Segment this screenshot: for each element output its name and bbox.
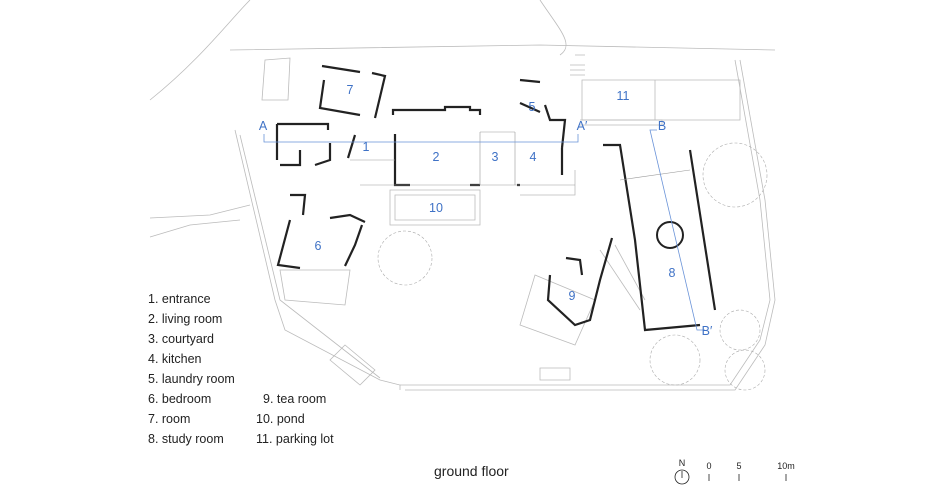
section-label-b-prime: B′: [701, 324, 713, 338]
legend-item: 3. courtyard: [148, 332, 215, 346]
site-boundary: [149, 0, 776, 391]
room-label-kitchen: 4: [529, 150, 537, 164]
room-label-room: 7: [346, 83, 354, 97]
legend-item: 5. laundry room: [148, 372, 235, 386]
scale-tick-label: 0: [706, 461, 712, 471]
spiral-stair-icon: [656, 221, 684, 249]
tree-icons: [377, 142, 768, 391]
room-label-living-room: 2: [432, 150, 440, 164]
building-walls: [275, 64, 717, 332]
room-label-parking-lot: 11: [616, 89, 630, 103]
section-label-b: B: [657, 119, 667, 133]
scale-tick-label: 5: [736, 461, 742, 471]
section-label-a: A: [258, 119, 268, 133]
legend-item: 10. pond: [256, 412, 305, 426]
legend-item: 8. study room: [148, 432, 224, 446]
legend-item: 4. kitchen: [148, 352, 202, 366]
legend-item: 2. living room: [148, 312, 223, 326]
legend-item: 9. tea room: [263, 392, 327, 406]
room-label-pond: 10: [429, 201, 443, 215]
interior-lines: [350, 131, 691, 186]
drawing-title: ground floor: [434, 463, 509, 479]
legend-item: 1. entrance: [148, 292, 211, 306]
room-label-study-room: 8: [668, 266, 676, 280]
room-label-entrance: 1: [362, 140, 370, 154]
section-label-a-prime: A′: [576, 119, 588, 133]
legend-item: 6. bedroom: [148, 392, 212, 406]
legend-item: 11. parking lot: [256, 432, 334, 446]
north-arrow-icon: [674, 469, 690, 485]
room-label-laundry-room: 5: [528, 100, 536, 114]
scale-tick-label: 10m: [777, 461, 795, 471]
room-label-courtyard: 3: [491, 150, 499, 164]
legend-item: 7. room: [148, 412, 191, 426]
scale-bar: [708, 474, 787, 481]
north-label: N: [678, 458, 686, 468]
room-label-tea-room: 9: [568, 289, 576, 303]
room-label-bedroom: 6: [314, 239, 322, 253]
section-lines: [263, 129, 705, 331]
